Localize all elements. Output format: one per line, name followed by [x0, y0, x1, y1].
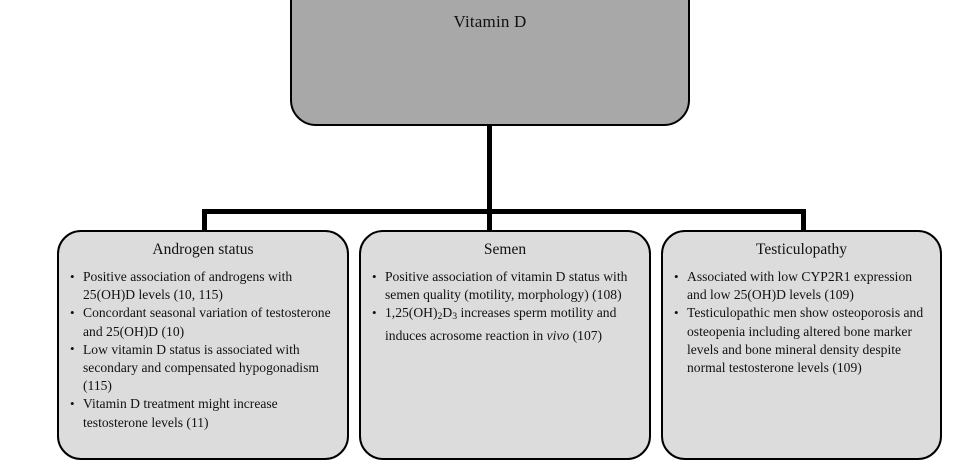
bullet-item: Concordant seasonal variation of testost… — [69, 304, 337, 340]
root-node-label: Vitamin D — [453, 12, 527, 31]
leaf-node-title-semen: Semen — [483, 241, 527, 258]
bullet-list-androgen-status: Positive association of androgens with 2… — [69, 267, 337, 432]
bullet-item: Positive association of androgens with 2… — [69, 267, 337, 304]
bullet-item: Testiculopathic men show osteoporosis an… — [673, 304, 930, 377]
bullet-item: Low vitamin D status is associated with … — [69, 340, 337, 396]
root-node-vitamin-d: Vitamin D — [290, 0, 690, 126]
bullet-item: 1,25(OH)2D3 increases sperm motility and… — [371, 304, 639, 345]
leaf-node-title-androgen-status: Androgen status — [152, 241, 254, 258]
leaf-node-title-testiculopathy: Testiculopathy — [755, 241, 848, 258]
leaf-node-semen: Semen Positive association of vitamin D … — [359, 230, 651, 460]
leaf-node-androgen-status: Androgen status Positive association of … — [57, 230, 349, 460]
bullet-item: Vitamin D treatment might increase testo… — [69, 395, 337, 431]
connector-drop-androgen — [202, 209, 207, 233]
bullet-list-testiculopathy: Associated with low CYP2R1 expression an… — [673, 267, 930, 377]
connector-drop-testiculopathy — [801, 209, 806, 233]
bullet-item: Positive association of vitamin D status… — [371, 267, 639, 304]
bullet-list-semen: Positive association of vitamin D status… — [371, 267, 639, 345]
connector-horizontal-bar — [202, 209, 806, 214]
leaf-node-testiculopathy: Testiculopathy Associated with low CYP2R… — [661, 230, 942, 460]
connector-drop-semen — [487, 209, 492, 233]
bullet-item: Associated with low CYP2R1 expression an… — [673, 267, 930, 304]
connector-trunk-vertical — [487, 126, 492, 214]
